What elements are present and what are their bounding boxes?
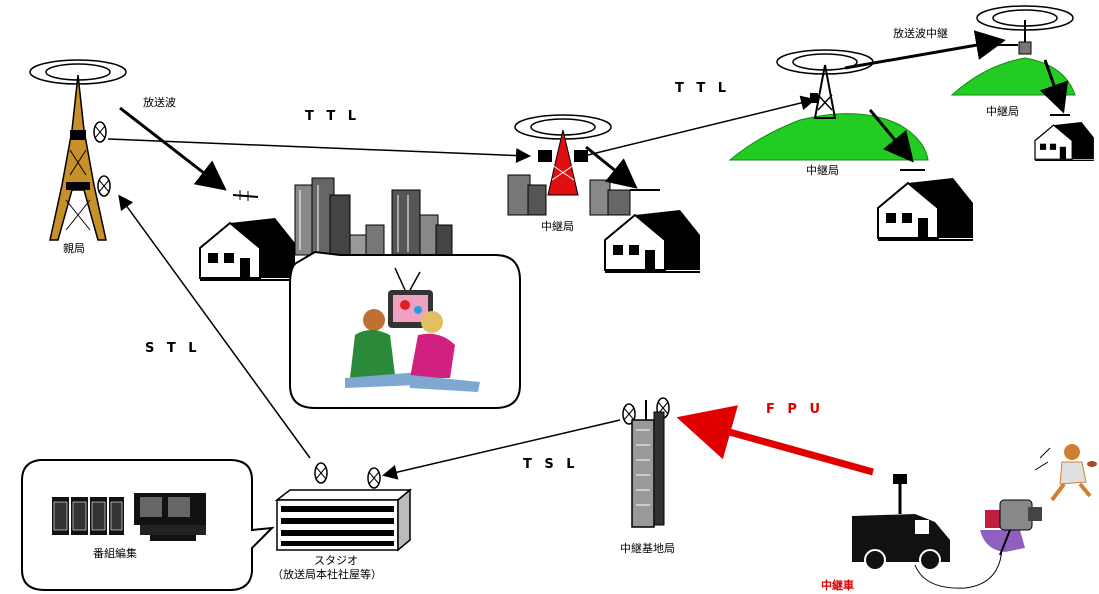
parabolic-dish-icon	[367, 467, 381, 489]
ttl-label-right: T T L	[675, 81, 730, 96]
tv-viewers-icon	[345, 267, 480, 392]
ttl-arrow-right	[587, 95, 816, 156]
fpu-label: F P U	[766, 402, 824, 417]
building-cluster-icon	[294, 177, 453, 259]
broadcast-wave-arrow-hill	[868, 109, 914, 163]
house-center	[604, 189, 701, 273]
editing-label: 番組編集	[93, 546, 137, 560]
studio-label-line1: スタジオ	[314, 554, 358, 567]
tower-icon	[49, 74, 107, 241]
football-player-icon	[1034, 444, 1097, 502]
main-tower	[29, 59, 127, 241]
center-relay-label: 中継局	[541, 219, 574, 233]
broadcast-wave-arrow-center	[585, 145, 638, 189]
relay-wave-label: 放送波中継	[893, 26, 948, 40]
parabolic-dish-icon	[314, 462, 328, 484]
editing-equipment-icon	[52, 493, 206, 541]
antenna-icon	[232, 190, 259, 201]
ttl-label-left: T T L	[305, 109, 360, 124]
broadcast-wave-arrow-far	[1039, 59, 1069, 114]
broadcast-wave-label: 放送波	[143, 95, 176, 109]
base-station-building-icon	[622, 397, 670, 528]
house-icon	[1034, 121, 1095, 162]
relay-wave-arrow	[844, 30, 1006, 70]
stl-label: S T L	[145, 341, 201, 356]
studio-building-icon	[274, 462, 413, 552]
ttl-arrow-left	[107, 138, 531, 164]
far-relay-label: 中継局	[986, 104, 1019, 118]
stl-arrow	[118, 194, 311, 459]
main-station-label: 親局	[63, 242, 85, 255]
house-icon	[199, 217, 296, 281]
camera-icon	[980, 499, 1042, 556]
hill-relay-label: 中継局	[806, 163, 839, 177]
house-icon	[604, 209, 701, 273]
relay-antenna-icon	[1018, 41, 1032, 55]
relay-van-label: 中継車	[821, 578, 854, 592]
house-icon	[877, 177, 974, 241]
relay-tower-icon	[810, 64, 837, 119]
hill-relay-station	[728, 49, 929, 161]
base-station-label: 中継基地局	[620, 541, 675, 555]
studio-label-line2: （放送局本社社屋等）	[272, 567, 382, 581]
relay-van-icon	[852, 474, 950, 571]
house-hill	[877, 169, 974, 241]
cable	[914, 547, 1003, 589]
tsl-arrow	[382, 419, 621, 480]
red-tower-icon	[538, 129, 588, 196]
tsl-label: T S L	[523, 457, 579, 472]
house-left	[199, 190, 296, 281]
parabolic-dish-icon	[97, 175, 111, 197]
center-relay-station	[507, 114, 631, 216]
fpu-arrow	[676, 405, 874, 476]
far-relay-station	[950, 5, 1076, 96]
parabolic-dish-icon	[93, 121, 107, 143]
editing-bubble	[21, 459, 275, 591]
house-far	[1034, 114, 1095, 162]
broadcast-wave-arrow	[119, 106, 227, 191]
tv-viewers-bubble	[289, 250, 521, 409]
